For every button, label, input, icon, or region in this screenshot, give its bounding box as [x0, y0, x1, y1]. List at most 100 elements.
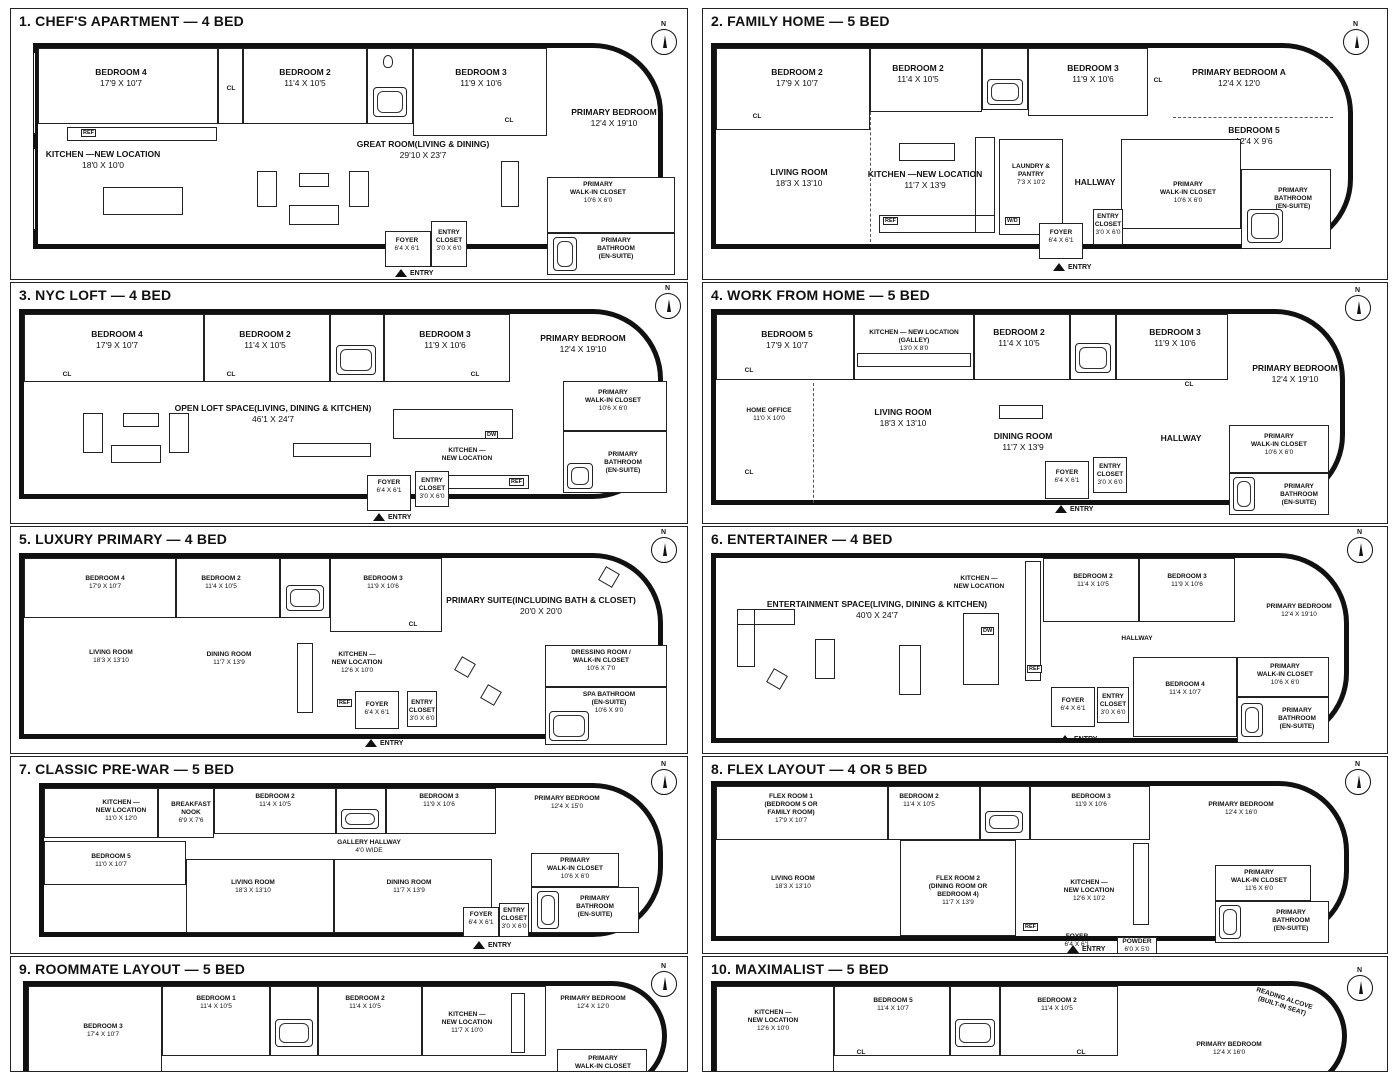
entry-marker: ENTRY — [1055, 505, 1093, 513]
north-compass-icon: N — [651, 529, 677, 563]
room-label: BEDROOM 417'9 x 10'7 — [95, 67, 147, 88]
foyer — [1039, 223, 1083, 259]
room-bedroom-2 — [974, 314, 1070, 380]
room-bedroom-2 — [243, 48, 367, 124]
primary-bathroom — [1215, 901, 1329, 943]
room-bedroom-2 — [176, 558, 280, 618]
breakfast-nook — [158, 788, 214, 838]
primary-closet — [1121, 139, 1241, 229]
foyer — [367, 475, 411, 511]
kitchen — [422, 986, 546, 1056]
room-bedroom-2 — [204, 314, 330, 382]
room-bedroom-2 — [1043, 558, 1139, 622]
room-bedroom-5 — [716, 314, 854, 380]
room-bedroom-5 — [834, 986, 950, 1056]
flex-room-2 — [900, 840, 1016, 936]
kitchen — [44, 788, 158, 838]
entry-marker: ENTRY — [473, 941, 511, 949]
panel-title: 8. FLEX LAYOUT — 4 OR 5 BED — [711, 761, 928, 777]
room-bedroom-4 — [38, 48, 218, 124]
entry-closet — [1097, 687, 1129, 723]
room-bedroom-2b — [870, 48, 982, 112]
north-compass-icon: N — [1347, 529, 1373, 563]
panel-title: 9. ROOMMATE LAYOUT — 5 BED — [19, 961, 246, 977]
entry-marker: ENTRY — [365, 739, 403, 747]
entry-closet — [499, 903, 529, 937]
north-compass-icon: N — [1347, 967, 1373, 1001]
primary-closet — [563, 381, 667, 431]
primary-closet — [1215, 865, 1311, 901]
room-bedroom-3 — [1030, 786, 1150, 840]
room-bedroom-3 — [1139, 558, 1235, 622]
floor-plan — [711, 981, 1347, 1071]
floorplan-panel-2: 2. FAMILY HOME — 5 BED N BEDROOM 217'9 x… — [702, 8, 1388, 280]
primary-closet — [557, 1049, 647, 1071]
spa-bathroom — [545, 687, 667, 745]
foyer — [385, 231, 431, 267]
north-compass-icon: N — [1343, 21, 1369, 55]
room-bedroom-3 — [1116, 314, 1228, 380]
kitchen — [716, 986, 834, 1071]
entry-closet — [1093, 209, 1123, 245]
room-bedroom-5 — [44, 841, 186, 885]
foyer — [1045, 461, 1089, 499]
room-bedroom-3 — [330, 558, 442, 632]
panel-title: 1. CHEF'S APARTMENT — 4 BED — [19, 13, 244, 29]
room-bedroom-3 — [413, 48, 547, 136]
entry-marker: ENTRY — [1067, 945, 1105, 953]
flex-room-1 — [716, 786, 888, 840]
primary-closet — [1229, 425, 1329, 473]
panel-title: 2. FAMILY HOME — 5 BED — [711, 13, 890, 29]
primary-bathroom — [531, 887, 639, 933]
floorplan-panel-7: 7. CLASSIC PRE-WAR — 5 BED N KITCHEN —NE… — [10, 756, 688, 954]
north-compass-icon: N — [655, 285, 681, 319]
room-bedroom-2 — [318, 986, 422, 1056]
entry-closet — [431, 221, 467, 267]
north-compass-icon: N — [651, 21, 677, 55]
panel-title: 5. LUXURY PRIMARY — 4 BED — [19, 531, 228, 547]
primary-bathroom — [563, 431, 667, 493]
room-bedroom-3 — [384, 314, 510, 382]
north-compass-icon: N — [651, 963, 677, 997]
kitchen-island — [393, 409, 513, 439]
north-compass-icon: N — [651, 761, 677, 795]
kitchen-counter — [67, 127, 217, 141]
room-bedroom-3 — [386, 788, 496, 834]
entry-marker: ENTRY — [373, 513, 411, 521]
entry-marker: ENTRY — [395, 269, 433, 277]
room-bedroom-4 — [24, 314, 204, 382]
kitchen-galley — [854, 314, 974, 380]
panel-title: 6. ENTERTAINER — 4 BED — [711, 531, 893, 547]
primary-closet — [547, 177, 675, 233]
primary-bathroom — [1229, 473, 1329, 515]
panel-title: 10. MAXIMALIST — 5 BED — [711, 961, 889, 977]
foyer — [355, 691, 399, 729]
primary-closet — [531, 853, 619, 887]
kitchen-island — [103, 187, 183, 215]
foyer — [463, 907, 499, 937]
room-bedroom-2 — [1000, 986, 1118, 1056]
floorplan-panel-8: 8. FLEX LAYOUT — 4 OR 5 BED N FLEX ROOM … — [702, 756, 1388, 954]
primary-bathroom — [1237, 697, 1329, 743]
primary-closet — [1237, 657, 1329, 697]
room-bedroom-4 — [24, 558, 176, 618]
room-bedroom-1 — [162, 986, 270, 1056]
floor-plan — [23, 981, 667, 1071]
floorplan-panel-3: 3. NYC LOFT — 4 BED N BEDROOM 417'9 x 10… — [10, 282, 688, 524]
closet — [218, 48, 243, 124]
north-compass-icon: N — [1345, 761, 1371, 795]
dressing-room — [545, 645, 667, 687]
floorplan-panel-6: 6. ENTERTAINER — 4 BED N ENTERTAINMENT S… — [702, 526, 1388, 754]
floorplan-panel-10: 10. MAXIMALIST — 5 BED N KITCHEN —NEW LO… — [702, 956, 1388, 1072]
north-compass-icon: N — [1345, 287, 1371, 321]
room-bedroom-3 — [1028, 48, 1148, 116]
room-label: GREAT ROOM(LIVING & DINING)29'10 x 23'7 — [356, 139, 490, 160]
kitchen-island — [963, 613, 999, 685]
entry-closet — [1093, 457, 1127, 493]
room-bedroom-2 — [888, 786, 980, 840]
room-bedroom-3 — [28, 986, 162, 1071]
